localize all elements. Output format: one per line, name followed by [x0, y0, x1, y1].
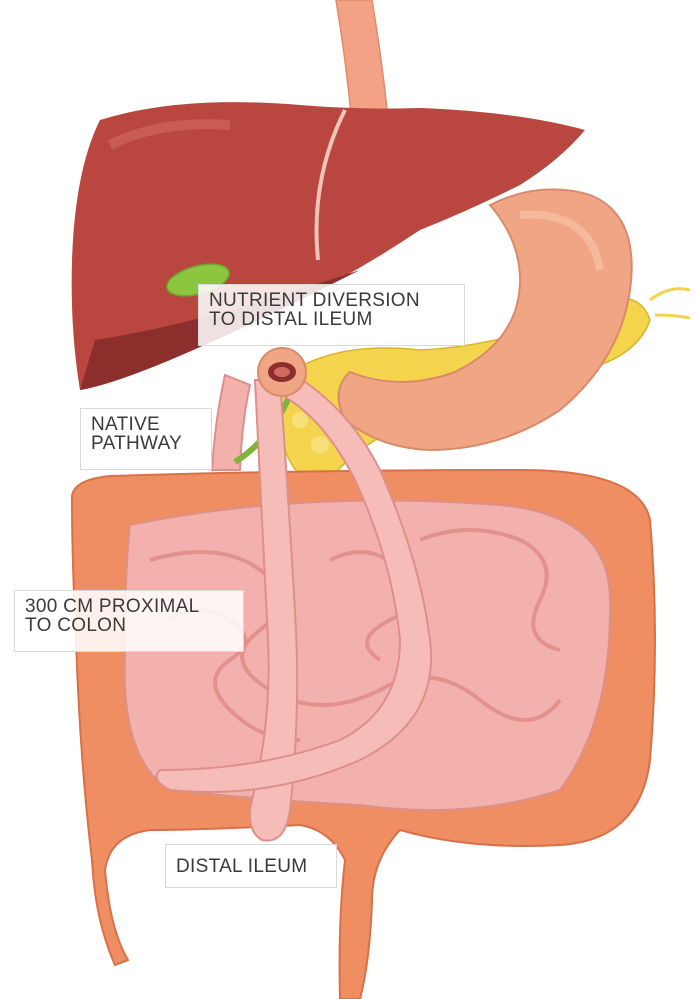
- proximal-to-colon-line2: TO COLON: [25, 616, 233, 635]
- native-pathway-line1: NATIVE: [91, 415, 201, 434]
- proximal-to-colon-label: 300 CM PROXIMAL TO COLON: [14, 590, 244, 652]
- nutrient-diversion-line1: NUTRIENT DIVERSION: [209, 291, 454, 310]
- small-intestine: [125, 501, 611, 811]
- anastomosis-ring: [258, 348, 306, 396]
- native-pathway-line2: PATHWAY: [91, 434, 201, 453]
- nutrient-diversion-label: NUTRIENT DIVERSION TO DISTAL ILEUM: [198, 284, 465, 346]
- distal-ileum-label: DISTAL ILEUM: [165, 844, 337, 888]
- proximal-to-colon-line1: 300 CM PROXIMAL: [25, 597, 233, 616]
- native-pathway-label: NATIVE PATHWAY: [80, 408, 212, 470]
- distal-ileum-line1: DISTAL ILEUM: [176, 857, 326, 876]
- esophagus: [336, 0, 388, 124]
- nutrient-diversion-line2: TO DISTAL ILEUM: [209, 310, 454, 329]
